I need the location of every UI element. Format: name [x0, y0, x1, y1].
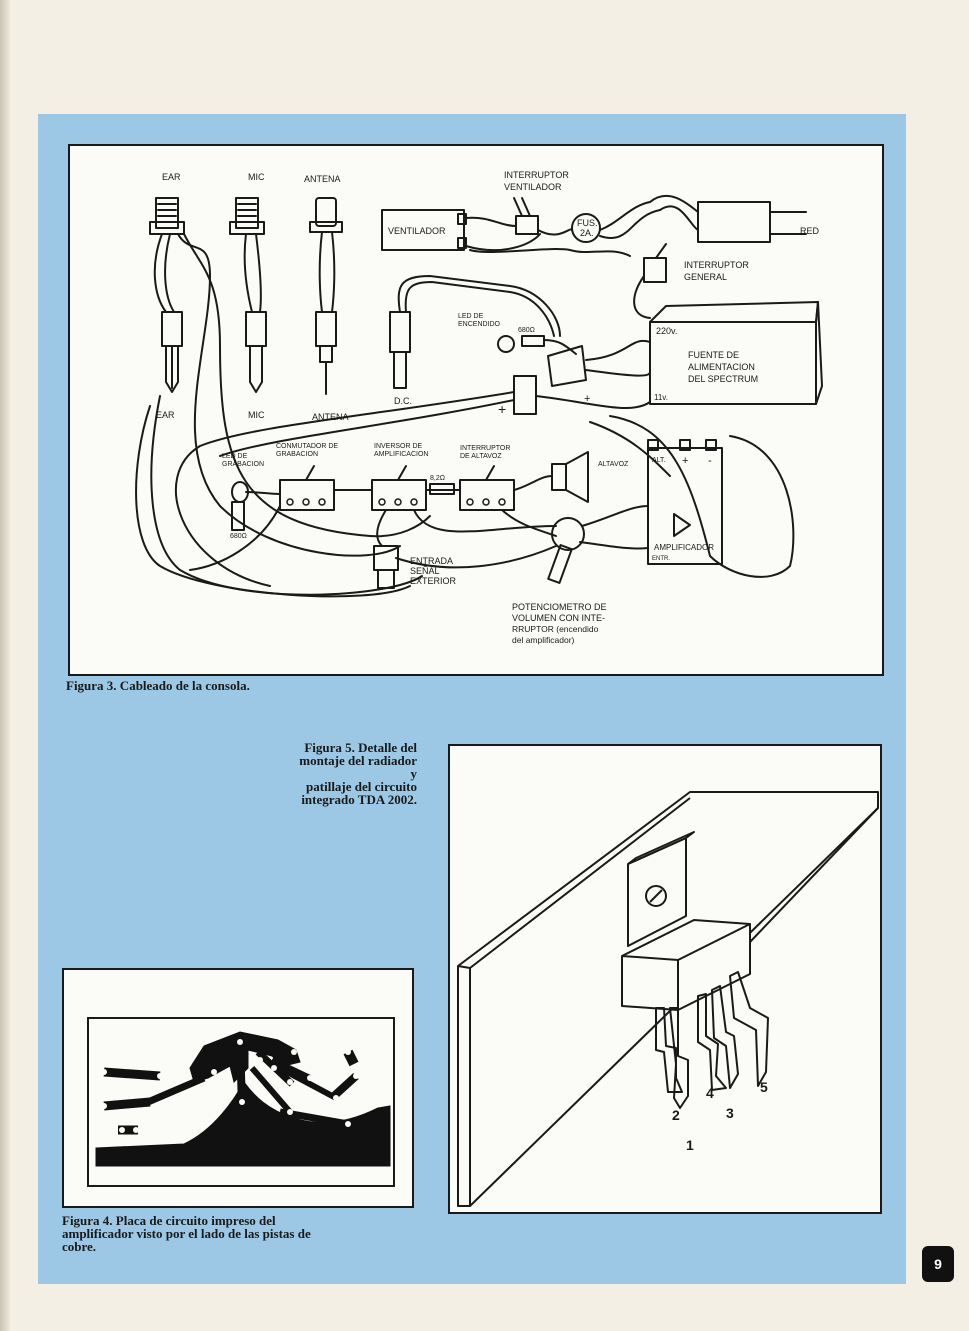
pin-label-2: 2 — [672, 1107, 680, 1123]
label-mic-top: MIC — [248, 172, 265, 182]
label-ear-top: EAR — [162, 172, 181, 182]
figure4-pcb-diagram — [62, 968, 414, 1208]
mic-plug-bottom — [245, 311, 267, 393]
altavoz-magnet — [551, 463, 567, 491]
pin-label-4: 4 — [706, 1085, 714, 1101]
label-plus-amp: + — [682, 455, 688, 467]
resistor-680-top — [521, 335, 545, 347]
figure3-wiring-diagram: EAR MIC ANTENA EAR MIC ANTENA D.C. VENTI… — [68, 144, 884, 676]
label-led-grabacion-2: GRABACION — [222, 461, 264, 468]
label-pot-1: POTENCIOMETRO DE — [512, 602, 607, 612]
pin-label-3: 3 — [726, 1105, 734, 1121]
label-minus-amp: - — [708, 455, 712, 467]
label-entrada-2: SEÑAL — [410, 566, 440, 576]
label-ear-bottom: EAR — [156, 410, 175, 420]
pcb-svg — [87, 1017, 395, 1187]
label-conmutador-2: GRABACION — [276, 451, 318, 458]
label-conmutador-1: CONMUTADOR DE — [276, 443, 338, 450]
label-antena-top: ANTENA — [304, 174, 341, 184]
label-antena-bottom: ANTENA — [312, 412, 349, 422]
led-encendido — [497, 335, 515, 353]
mic-socket-top — [229, 197, 265, 235]
label-red: RED — [800, 226, 820, 236]
page-spine — [0, 0, 10, 1331]
resistor-680-left — [231, 501, 245, 531]
label-fuente-2: ALIMENTACION — [688, 362, 755, 372]
label-fus-1: FUS. — [577, 218, 598, 228]
figure5-caption: Figura 5. Detalle del montaje del radiad… — [292, 741, 417, 806]
label-pot-4: del amplificador) — [512, 635, 575, 645]
label-ventilador: VENTILADOR — [388, 226, 446, 236]
ic-pins — [655, 971, 769, 1109]
figure4-caption-line: cobre. — [62, 1239, 97, 1254]
label-8-2: 8,2Ω — [430, 475, 445, 482]
fuse — [571, 213, 601, 243]
figure4-caption-line: Figura 4. Placa de circuito impreso del — [62, 1213, 276, 1228]
pcb-outline — [87, 1017, 395, 1187]
ic-screw-hole — [645, 885, 667, 907]
label-interruptor-ventilador-1: INTERRUPTOR — [504, 170, 569, 180]
label-220v: 220v. — [656, 326, 677, 336]
label-fuente-1: FUENTE DE — [688, 350, 739, 360]
figure3-caption: Figura 3. Cableado de la consola. — [66, 678, 250, 693]
label-inversor-1: INVERSOR DE — [374, 443, 423, 450]
label-entrada-3: EXTERIOR — [410, 576, 457, 586]
label-mic-bottom: MIC — [248, 410, 265, 420]
label-680-top: 680Ω — [518, 327, 535, 334]
label-fuente-3: DEL SPECTRUM — [688, 374, 758, 384]
figure5-caption-line: Figura 5. Detalle del — [304, 740, 417, 755]
figure5-heatsink-diagram: 1 2 3 4 5 — [448, 744, 882, 1214]
label-led-encendido-1: LED DE — [458, 313, 484, 320]
label-plus-regulator: + — [498, 401, 506, 417]
ventilador-box — [381, 209, 465, 251]
label-pot-3: RRUPTOR (encendido — [512, 624, 599, 634]
wiring-svg: EAR MIC ANTENA EAR MIC ANTENA D.C. VENTI… — [135, 170, 823, 645]
label-fus-2: 2A. — [580, 228, 594, 238]
pcb-pads — [101, 1039, 359, 1133]
figure5-caption-line: patillaje del circuito — [306, 779, 417, 794]
label-altavoz: ALTAVOZ — [598, 461, 629, 468]
altavoz-cone — [565, 451, 589, 503]
label-inversor-2: AMPLIFICACION — [374, 451, 428, 458]
ear-plug-bottom — [161, 311, 183, 393]
label-11v: 11v. — [654, 393, 668, 402]
ear-socket-top — [149, 197, 185, 235]
label-interruptor-ventilador-2: VENTILADOR — [504, 182, 562, 192]
interruptor-ventilador-switch — [515, 215, 539, 235]
copper-tracks — [95, 1031, 391, 1167]
figure4-caption-line: amplificador visto por el lado de las pi… — [62, 1226, 311, 1241]
label-dc: D.C. — [394, 396, 412, 406]
label-pot-2: VOLUMEN CON INTE- — [512, 613, 605, 623]
label-alt: ALT. — [652, 457, 666, 464]
antena-socket-top — [309, 197, 343, 233]
label-plus-heatsink: + — [584, 393, 590, 405]
red-plug — [697, 201, 771, 243]
label-entr: ENTR. — [652, 556, 670, 562]
interruptor-general-switch — [643, 257, 667, 283]
page-number: 9 — [922, 1246, 954, 1282]
label-680-left: 680Ω — [230, 533, 247, 540]
label-led-grabacion-1: LED DE — [222, 453, 248, 460]
heatsink-svg: 1 2 3 4 5 — [457, 791, 879, 1207]
label-interruptor-general-2: GENERAL — [684, 272, 727, 282]
label-entrada-1: ENTRADA — [410, 556, 453, 566]
pin-label-1: 1 — [686, 1137, 694, 1153]
antena-plug-bottom — [315, 311, 337, 395]
heat-sink — [547, 345, 587, 387]
label-interruptor-general-1: INTERRUPTOR — [684, 260, 749, 270]
label-interruptor-altavoz-1: INTERRUPTOR — [460, 445, 510, 452]
regulator — [513, 375, 537, 415]
label-amplificador: AMPLIFICADOR — [654, 543, 714, 552]
figure4-caption: Figura 4. Placa de circuito impreso del … — [62, 1214, 312, 1253]
dc-plug-bottom — [389, 311, 411, 389]
label-interruptor-altavoz-2: DE ALTAVOZ — [460, 453, 502, 460]
figure5-caption-line: integrado TDA 2002. — [301, 792, 417, 807]
label-led-encendido-2: ENCENDIDO — [458, 321, 501, 328]
potenciometro — [551, 517, 585, 551]
pin-label-5: 5 — [760, 1079, 768, 1095]
figure5-caption-line: montaje del radiador y — [299, 753, 417, 781]
